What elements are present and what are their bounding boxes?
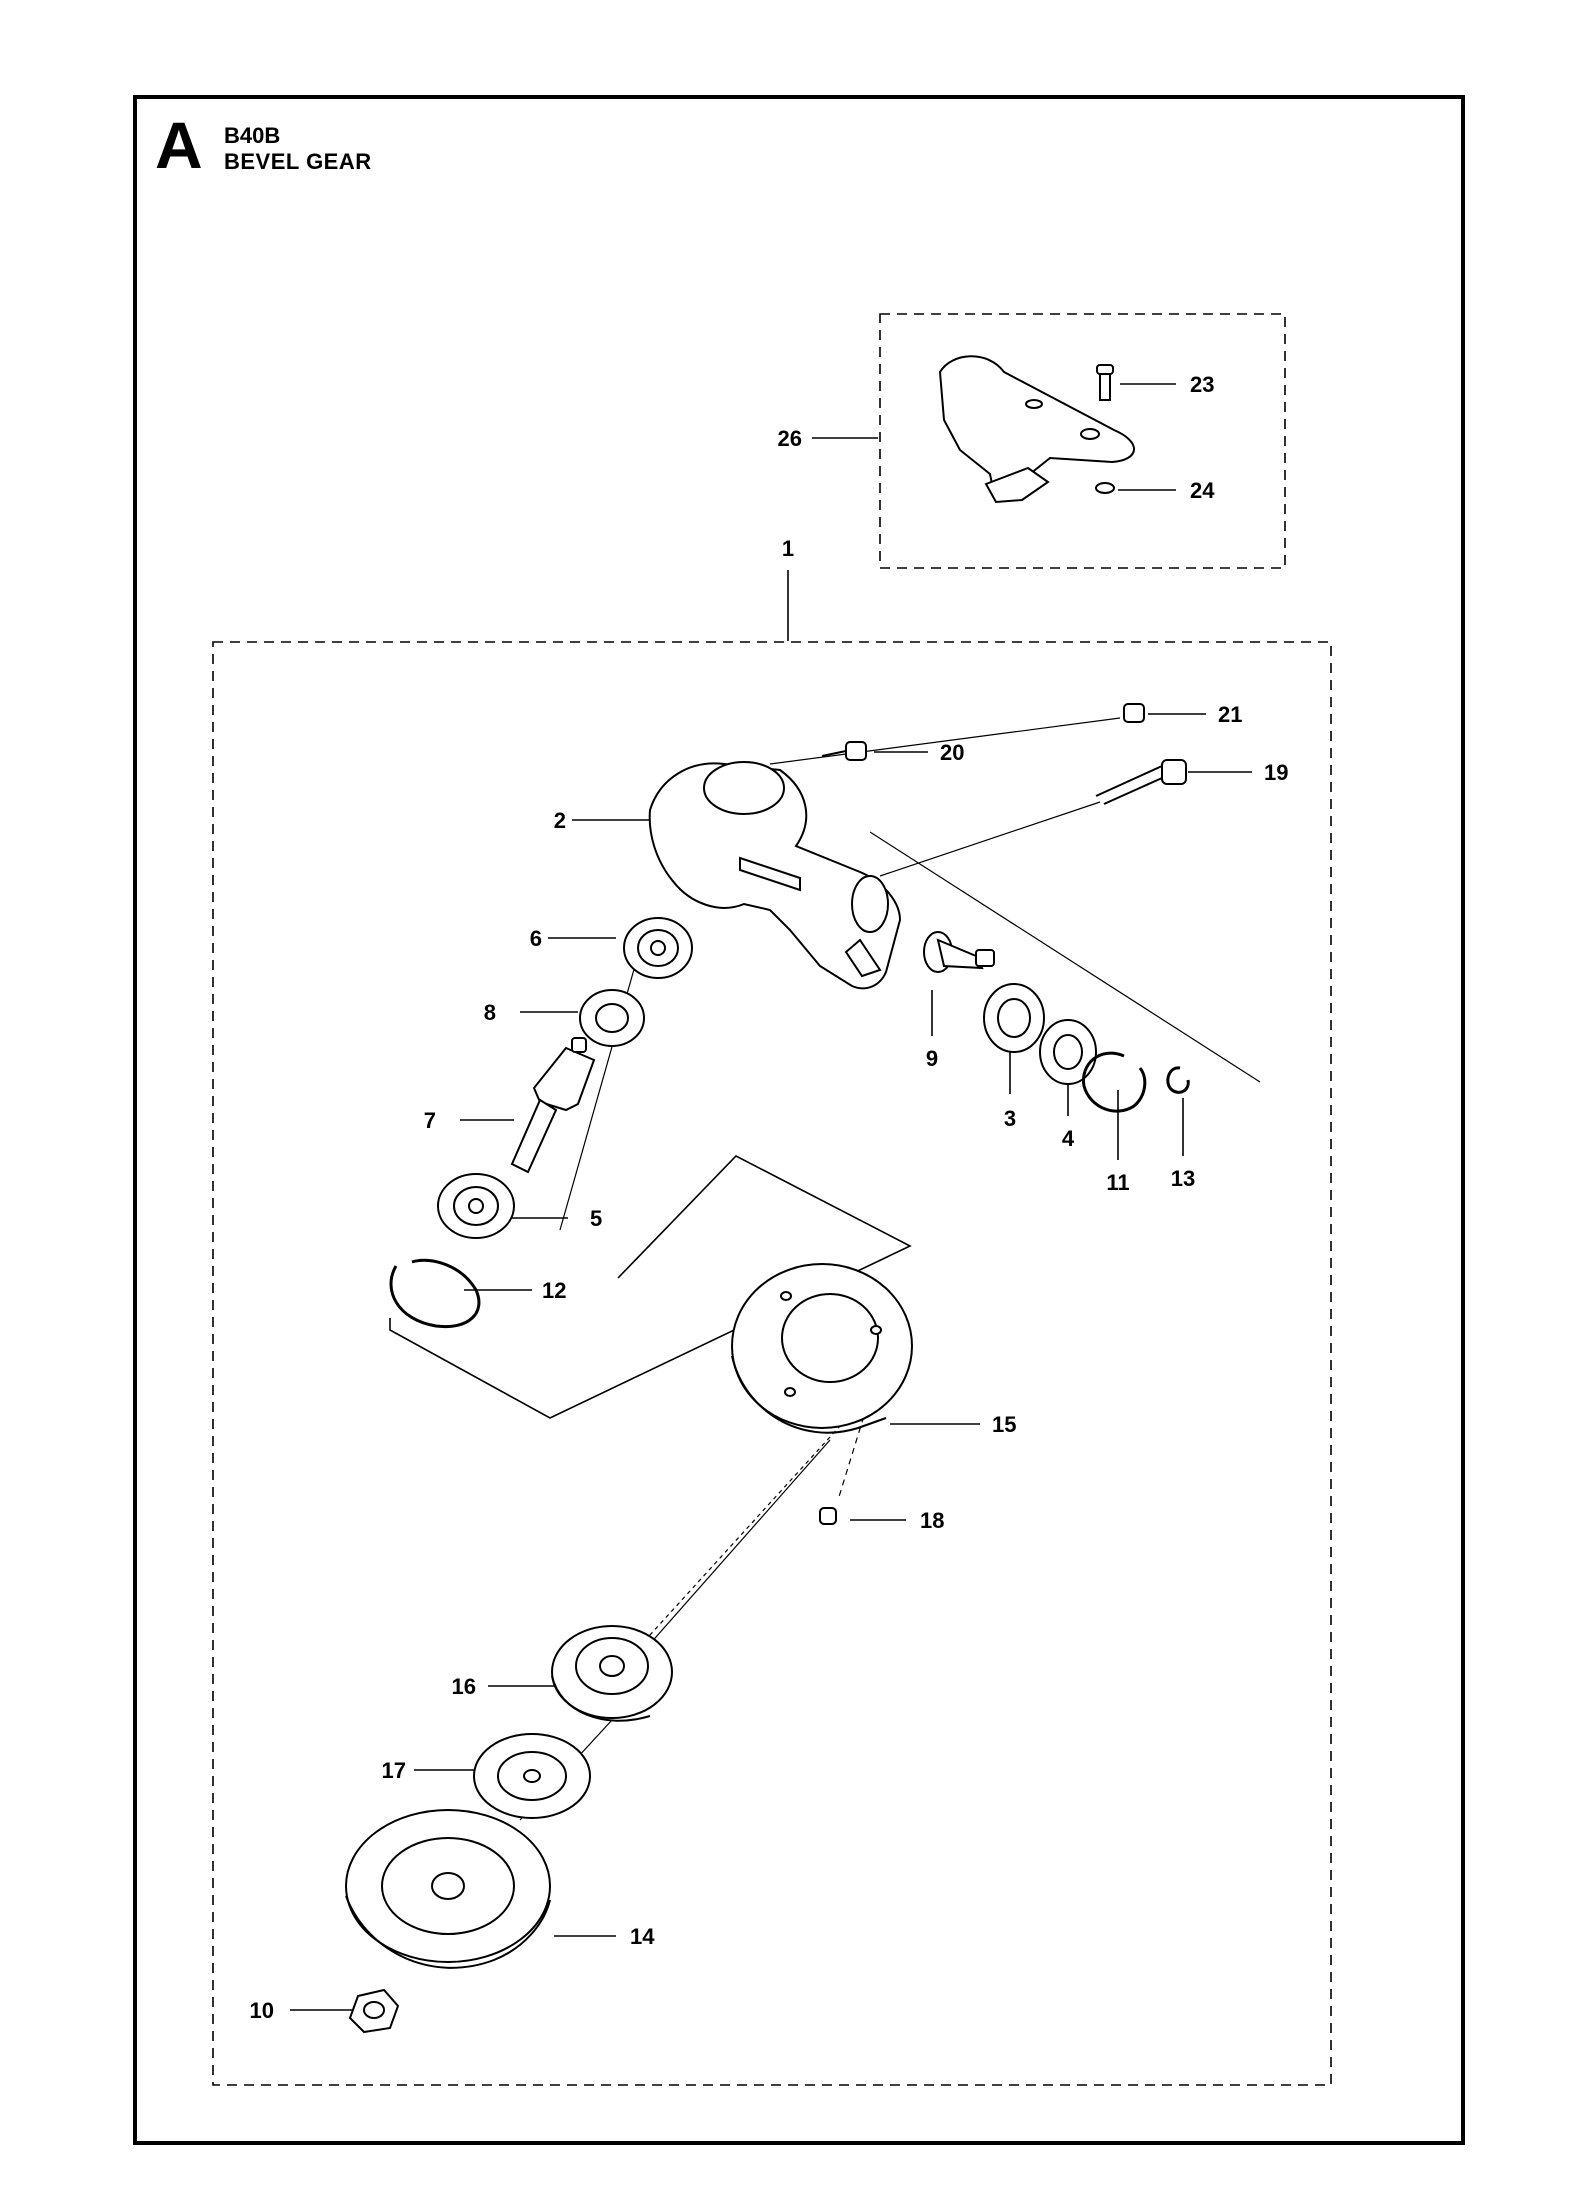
callout-21: 21 bbox=[1218, 702, 1242, 727]
callout-8: 8 bbox=[484, 1000, 496, 1025]
callout-1: 1 bbox=[782, 536, 794, 561]
callout-26: 26 bbox=[778, 426, 802, 451]
callout-labels: 1 2 3 4 5 6 7 8 9 10 11 12 13 14 15 16 1… bbox=[250, 372, 1289, 2023]
callout-12: 12 bbox=[542, 1278, 566, 1303]
callout-9: 9 bbox=[926, 1046, 938, 1071]
callout-4: 4 bbox=[1062, 1126, 1075, 1151]
callout-7: 7 bbox=[424, 1108, 436, 1133]
callout-14: 14 bbox=[630, 1924, 655, 1949]
model-number: B40B bbox=[224, 123, 281, 148]
page-border bbox=[133, 95, 1465, 2145]
callout-13: 13 bbox=[1171, 1166, 1195, 1191]
group-box-1 bbox=[212, 641, 1332, 2086]
callout-16: 16 bbox=[452, 1674, 476, 1699]
callout-3: 3 bbox=[1004, 1106, 1016, 1131]
callout-18: 18 bbox=[920, 1508, 944, 1533]
diagram-title: BEVEL GEAR bbox=[224, 149, 372, 174]
callout-15: 15 bbox=[992, 1412, 1016, 1437]
part-drawings bbox=[345, 355, 1190, 2034]
callout-6: 6 bbox=[530, 926, 542, 951]
callout-17: 17 bbox=[382, 1758, 406, 1783]
callout-24: 24 bbox=[1190, 478, 1215, 503]
callout-19: 19 bbox=[1264, 760, 1288, 785]
leader-lines bbox=[290, 383, 1261, 2011]
callout-10: 10 bbox=[250, 1998, 274, 2023]
section-letter: A bbox=[155, 108, 203, 182]
callout-20: 20 bbox=[940, 740, 964, 765]
group-box-26 bbox=[879, 313, 1286, 569]
callout-5: 5 bbox=[590, 1206, 602, 1231]
callout-23: 23 bbox=[1190, 372, 1214, 397]
callout-11: 11 bbox=[1106, 1170, 1129, 1195]
callout-2: 2 bbox=[554, 808, 566, 833]
